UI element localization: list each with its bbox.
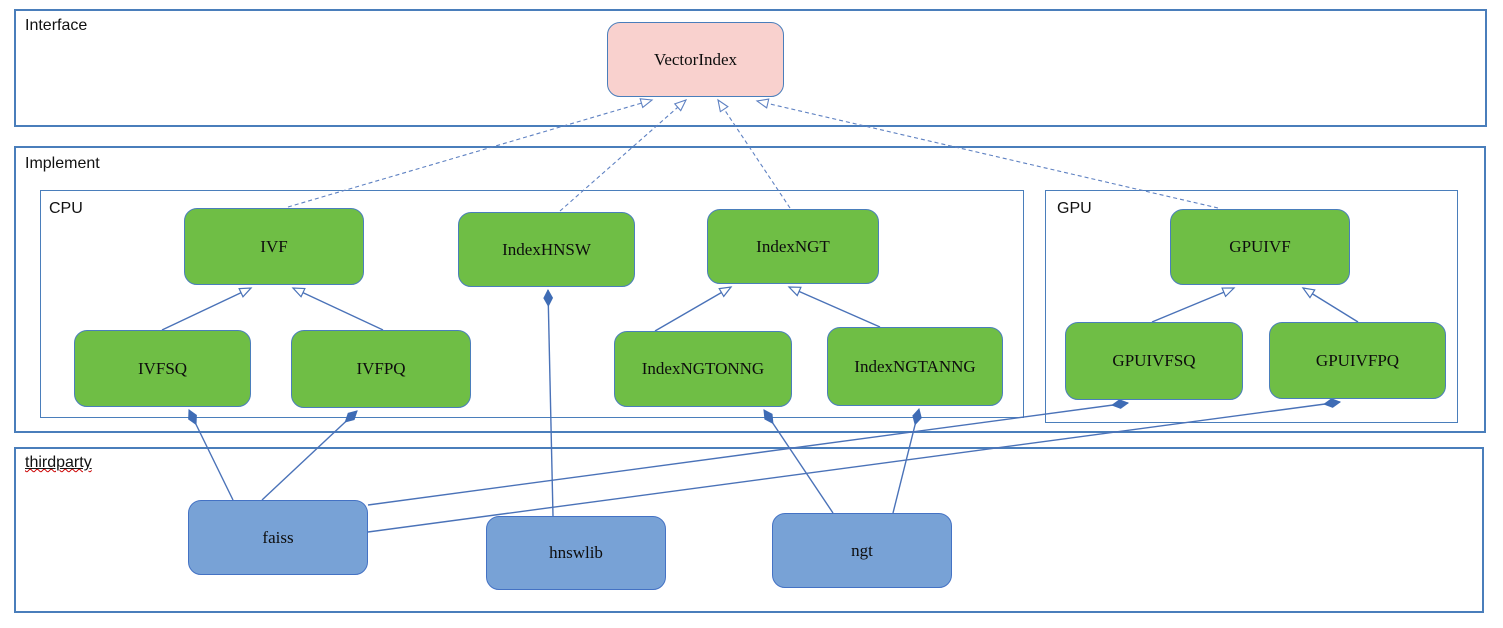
node-gpuivfpq-label: GPUIVFPQ (1315, 350, 1400, 370)
node-indexhnsw-label: IndexHNSW (502, 239, 591, 259)
section-label-thirdparty: thirdparty (25, 454, 92, 472)
node-indexhnsw: IndexHNSW (458, 212, 635, 287)
node-indexngt: IndexNGT (707, 209, 879, 284)
section-label-gpu: GPU (1057, 200, 1092, 217)
node-ivfpq: IVFPQ (291, 330, 471, 408)
node-indexngt-label: IndexNGT (756, 236, 830, 256)
node-vectorindex-label: VectorIndex (653, 49, 738, 69)
node-gpuivfpq: GPUIVFPQ (1269, 322, 1446, 399)
node-ngt: ngt (772, 513, 952, 588)
node-ivf: IVF (184, 208, 364, 285)
node-ivf-label: IVF (260, 236, 288, 256)
node-gpuivf: GPUIVF (1170, 209, 1350, 285)
node-faiss: faiss (188, 500, 368, 575)
node-indexngtanng: IndexNGTANNG (827, 327, 1003, 406)
node-ngt-label: ngt (851, 540, 873, 560)
section-label-cpu: CPU (49, 200, 83, 217)
thirdparty-text: thirdparty (25, 454, 92, 471)
node-indexngtanng-label: IndexNGTANNG (854, 356, 976, 376)
node-indexngtonng-label: IndexNGTONNG (641, 359, 765, 378)
node-ivfsq: IVFSQ (74, 330, 251, 407)
section-label-implement: Implement (25, 155, 100, 172)
node-ivfsq-label: IVFSQ (137, 358, 188, 378)
node-indexngtonng: IndexNGTONNG (614, 331, 792, 407)
section-label-interface: Interface (25, 17, 88, 34)
node-ivfpq-label: IVFPQ (356, 359, 406, 378)
node-gpuivfsq: GPUIVFSQ (1065, 322, 1243, 400)
node-gpuivfsq-label: GPUIVFSQ (1112, 351, 1196, 370)
node-hnswlib: hnswlib (486, 516, 666, 590)
node-vectorindex: VectorIndex (607, 22, 784, 97)
node-hnswlib-label: hnswlib (549, 543, 603, 562)
node-faiss-label: faiss (262, 527, 294, 547)
node-gpuivf-label: GPUIVF (1229, 237, 1291, 256)
